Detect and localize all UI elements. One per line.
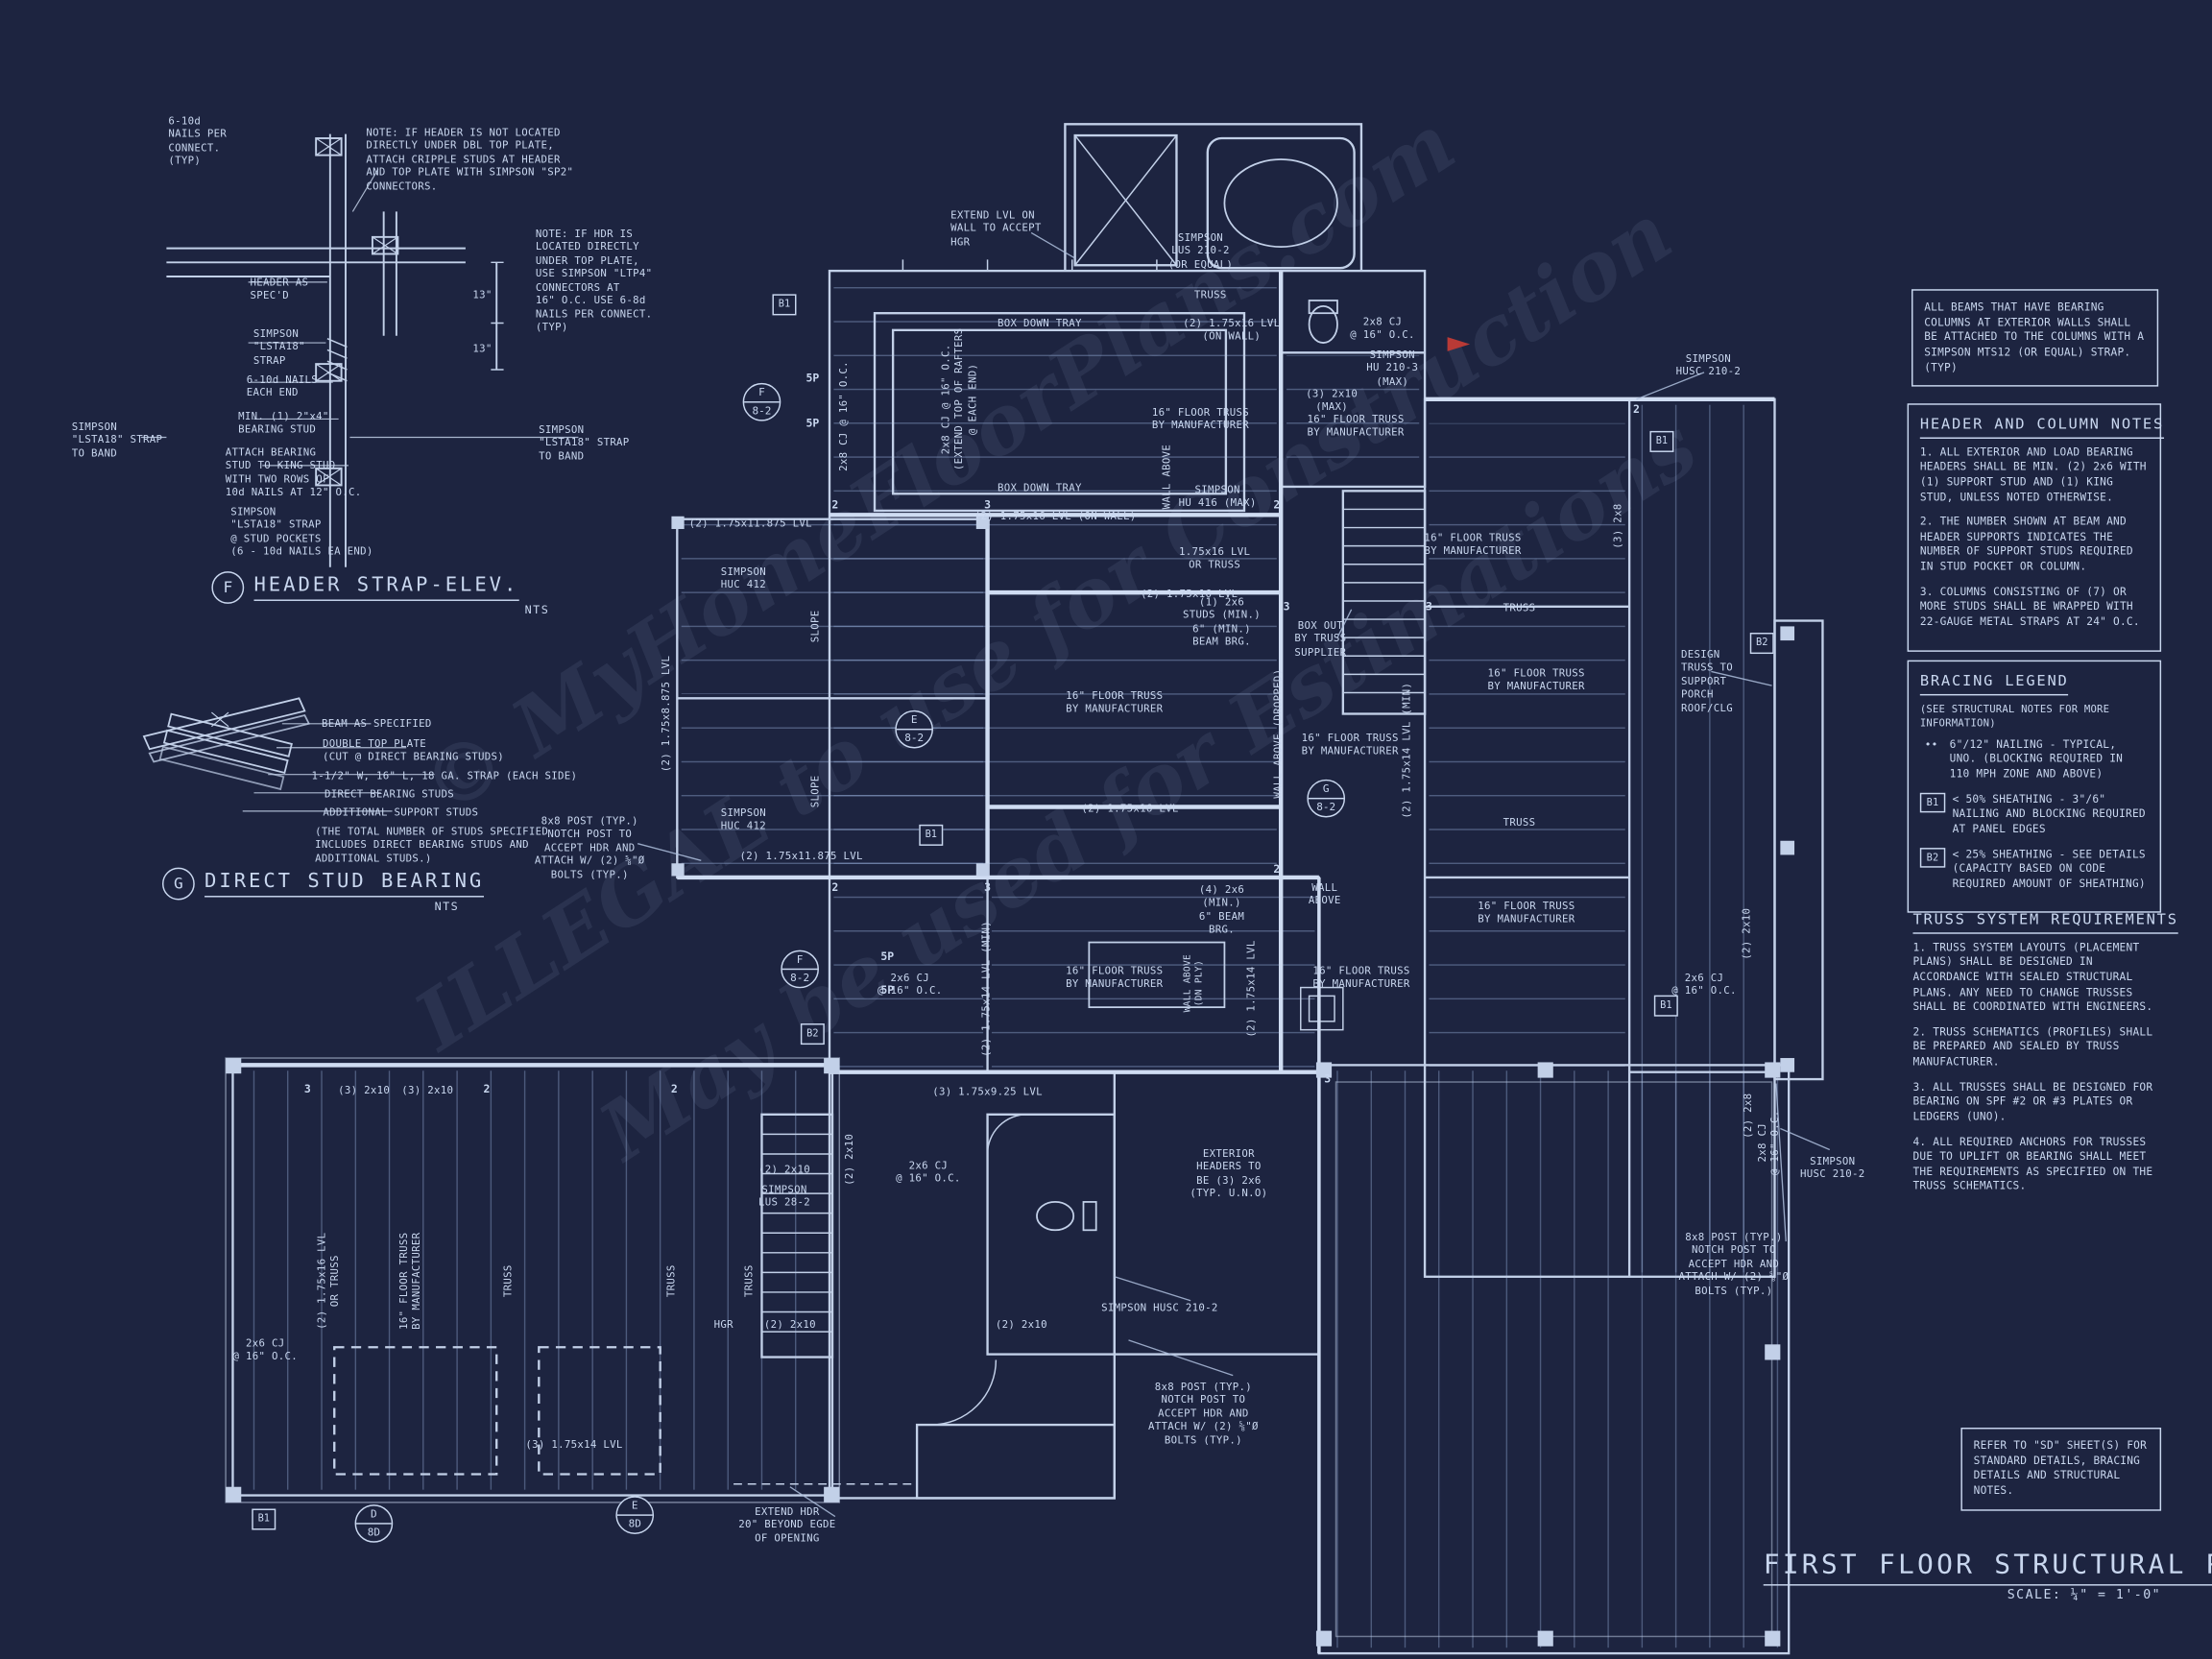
bracing-text: 6"/12" NAILING - TYPICAL, UNO. (BLOCKING… — [1949, 737, 2124, 781]
posts — [226, 516, 1795, 1647]
header-column-notes-title: HEADER AND COLUMN NOTES — [1919, 415, 2165, 439]
note-item: 2. TRUSS SCHEMATICS (PROFILES) SHALL BE … — [1912, 1024, 2153, 1069]
stud-count-label: 2 — [831, 498, 839, 512]
stud-count-label: 3 — [1324, 1072, 1332, 1086]
detail-f-nts: NTS — [524, 603, 550, 617]
bracing-text: < 25% SHEATHING - SEE DETAILS (CAPACITY … — [1952, 847, 2146, 890]
detail-g-drawing — [142, 697, 435, 812]
detail-f-drawing — [140, 133, 579, 567]
detail-g-nts: NTS — [434, 900, 460, 913]
note-item: 2. THE NUMBER SHOWN AT BEAM AND HEADER S… — [1919, 515, 2133, 573]
plumbing-fixtures — [1036, 158, 1338, 1232]
stud-count-label: 5P — [805, 417, 820, 430]
bracing-legend-title: BRACING LEGEND — [1919, 671, 2069, 695]
detail-f-title-text: HEADER STRAP-ELEV. — [253, 574, 519, 601]
bracing-marker-B1: B1 — [1649, 430, 1674, 452]
header-column-notes-items: 1. ALL EXTERIOR AND LOAD BEARING HEADERS… — [1920, 445, 2149, 630]
note-item: 3. COLUMNS CONSISTING OF (7) OR MORE STU… — [1919, 585, 2140, 628]
detail-g-title: G DIRECT STUD BEARING — [161, 867, 485, 901]
bracing-marker-B1: B1 — [1653, 995, 1678, 1017]
note-text: ALL BEAMS THAT HAVE BEARING COLUMNS AT E… — [1924, 300, 2145, 373]
stud-count-label: 5P — [805, 372, 820, 385]
bracing-legend-panel: BRACING LEGEND (SEE STRUCTURAL NOTES FOR… — [1907, 660, 2162, 914]
truss-requirements-panel: TRUSS SYSTEM REQUIREMENTS 1. TRUSS SYSTE… — [1902, 900, 2178, 1214]
truss-requirements-title: TRUSS SYSTEM REQUIREMENTS — [1912, 910, 2178, 934]
bracing-symbol-box: B2 — [1919, 847, 1946, 868]
bracing-marker-B1: B1 — [252, 1508, 276, 1530]
sheet-scale: SCALE: ¼" = 1'-0" — [2007, 1588, 2162, 1603]
red-revision-mark — [1447, 337, 1471, 351]
stud-count-label: 2 — [670, 1082, 678, 1095]
joist-patterns — [238, 276, 1784, 1648]
stud-count-label: 2 — [831, 880, 839, 894]
detail-f-title: F HEADER STRAP-ELEV. — [211, 571, 519, 604]
bracing-text: < 50% SHEATHING - 3"/6" NAILING AND BLOC… — [1952, 792, 2146, 835]
bracing-symbol-box: B1 — [1919, 792, 1946, 812]
header-column-notes-panel: HEADER AND COLUMN NOTES 1. ALL EXTERIOR … — [1907, 403, 2165, 652]
stud-count-label: 2 — [1273, 862, 1281, 876]
bracing-marker-B2: B2 — [1749, 633, 1774, 655]
bracing-marker-B2: B2 — [800, 1023, 825, 1046]
bracing-marker-B1: B1 — [919, 824, 944, 846]
stud-count-label: 5P — [880, 983, 895, 998]
stud-count-label: 3 — [303, 1082, 311, 1095]
leader-lines — [637, 231, 1831, 1518]
bracing-legend-row: •• 6"/12" NAILING - TYPICAL, UNO. (BLOCKI… — [1920, 737, 2149, 782]
bracing-marker-B1: B1 — [772, 294, 797, 316]
stud-count-label: 3 — [984, 880, 992, 894]
stud-count-label: 3 — [984, 498, 992, 512]
truss-requirements-items: 1. TRUSS SYSTEM LAYOUTS (PLACEMENT PLANS… — [1912, 941, 2152, 1195]
bracing-legend-row: B1 < 50% SHEATHING - 3"/6" NAILING AND BL… — [1919, 792, 2149, 837]
stud-count-label: 3 — [1426, 600, 1432, 613]
stud-count-label: 2 — [1273, 498, 1281, 512]
refer-note-text: REFER TO "SD" SHEET(S) FOR STANDARD DETA… — [1973, 1438, 2148, 1497]
bracing-legend-items: •• 6"/12" NAILING - TYPICAL, UNO. (BLOCKI… — [1919, 737, 2149, 893]
note-item: 4. ALL REQUIRED ANCHORS FOR TRUSSES DUE … — [1912, 1135, 2153, 1193]
beam-lines — [232, 271, 1775, 1654]
note-item: 3. ALL TRUSSES SHALL BE DESIGNED FOR BEA… — [1912, 1080, 2153, 1123]
stud-count-label: 5P — [880, 950, 895, 963]
beam-strap-note: ALL BEAMS THAT HAVE BEARING COLUMNS AT E… — [1911, 289, 2159, 387]
bracing-legend-subtitle: (SEE STRUCTURAL NOTES FOR MORE INFORMATI… — [1919, 702, 2110, 730]
stud-count-label: 3 — [1283, 600, 1290, 613]
bracing-symbol: •• — [1924, 737, 1938, 751]
detail-g-title-text: DIRECT STUD BEARING — [204, 871, 485, 898]
bracing-legend-row: B2 < 25% SHEATHING - SEE DETAILS (CAPACIT… — [1919, 847, 2149, 893]
sheet-title: FIRST FLOOR STRUCTURAL PLAN — [1763, 1549, 2212, 1586]
note-item: 1. TRUSS SYSTEM LAYOUTS (PLACEMENT PLANS… — [1912, 940, 2153, 1014]
stud-count-label: 2 — [483, 1082, 491, 1095]
note-item: 1. ALL EXTERIOR AND LOAD BEARING HEADERS… — [1919, 445, 2147, 503]
refer-note-panel: REFER TO "SD" SHEET(S) FOR STANDARD DETA… — [1960, 1428, 2162, 1510]
detail-g-ref-circle: G — [161, 867, 195, 901]
detail-f-ref-circle: F — [211, 571, 245, 604]
stud-count-label: 2 — [1633, 402, 1640, 416]
